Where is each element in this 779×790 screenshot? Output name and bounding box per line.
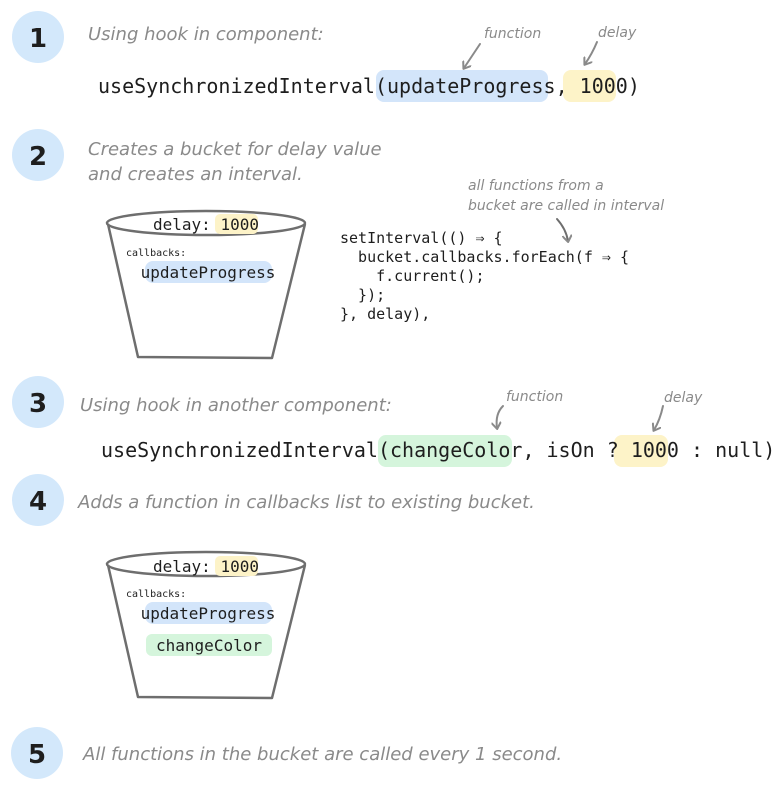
bucket-2-callbacks-label: callbacks: — [126, 589, 186, 600]
delay-annotation-1: delay — [598, 25, 637, 41]
step-1-text: Using hook in component: — [88, 24, 324, 45]
bucket-1-delay-highlight — [215, 214, 258, 234]
bucket-2-delay: delay: 1000 — [153, 557, 259, 576]
delay-arrow-1 — [585, 41, 598, 64]
step-3-circle — [12, 376, 64, 428]
step-3-text: Using hook in another component: — [80, 395, 392, 416]
step-2-text-line1: Creates a bucket for delay value — [88, 139, 382, 160]
step-4-circle — [12, 474, 64, 526]
step-3: 3 Using hook in another component: funct… — [12, 376, 775, 467]
step-3-number: 3 — [29, 389, 47, 419]
step-4-number: 4 — [29, 487, 47, 517]
bucket-2-delay-highlight — [215, 556, 258, 576]
step-1-circle — [12, 11, 64, 63]
step-2-number: 2 — [29, 142, 47, 172]
bucket-2-callback-2: changeColor — [156, 636, 262, 655]
bucket-1-callback: updateProgress — [141, 263, 276, 282]
interval-note-line1: all functions from a — [468, 178, 604, 194]
interval-arrow — [556, 218, 568, 241]
bucket-1-callback-highlight — [145, 261, 272, 283]
step-2-text-line2: and creates an interval. — [88, 164, 303, 185]
step-5-circle — [11, 727, 63, 779]
interval-code-line: }); — [340, 286, 385, 304]
interval-code-line: bucket.callbacks.forEach(f ⇒ { — [340, 248, 629, 266]
step-1-number: 1 — [29, 24, 47, 54]
bucket-2-rim — [105, 550, 307, 578]
interval-code-line: f.current(); — [340, 267, 485, 285]
delay-arrow-3 — [654, 405, 664, 430]
bucket-1-rim — [105, 209, 307, 237]
step-2: 2 Creates a bucket for delay value and c… — [12, 129, 664, 360]
interval-code-line: }, delay), — [340, 305, 430, 323]
step-1: 1 Using hook in component: function dela… — [12, 11, 640, 102]
bucket-2-callback-1: updateProgress — [141, 604, 276, 623]
step-5-text: All functions in the bucket are called e… — [82, 744, 562, 765]
step-4-text: Adds a function in callbacks list to exi… — [77, 492, 535, 513]
function-arrow-1 — [464, 43, 481, 68]
interval-code-line: setInterval(() ⇒ { — [340, 229, 503, 247]
bucket-2: delay: 1000 callbacks: updateProgress ch… — [105, 550, 307, 700]
delay-highlight-3 — [614, 435, 668, 467]
code-line-3: useSynchronizedInterval(changeColor, isO… — [101, 438, 775, 462]
bucket-1-body — [106, 223, 307, 360]
interval-note-line2: bucket are called in interval — [468, 198, 664, 214]
bucket-1-delay: delay: 1000 — [153, 215, 259, 234]
function-arrow-3 — [497, 405, 504, 428]
interval-code: setInterval(() ⇒ { bucket.callbacks.forE… — [340, 229, 629, 323]
step-4: 4 Adds a function in callbacks list to e… — [12, 474, 535, 700]
step-2-circle — [12, 129, 64, 181]
bucket-1: delay: 1000 callbacks: updateProgress — [105, 209, 307, 360]
bucket-2-body — [106, 564, 307, 700]
step-5-number: 5 — [28, 740, 46, 770]
bucket-1-callbacks-label: callbacks: — [126, 248, 186, 259]
delay-annotation-3: delay — [664, 390, 703, 406]
fn-highlight-1 — [376, 70, 548, 102]
function-annotation-3: function — [506, 389, 563, 405]
function-annotation-1: function — [484, 26, 541, 42]
fn-highlight-3 — [378, 435, 512, 467]
delay-highlight-1 — [563, 70, 616, 102]
bucket-2-callback-highlight-2 — [146, 634, 272, 656]
step-5: 5 All functions in the bucket are called… — [11, 727, 562, 779]
code-line-1: useSynchronizedInterval(updateProgress, … — [98, 74, 640, 98]
bucket-2-callback-highlight-1 — [145, 602, 272, 624]
